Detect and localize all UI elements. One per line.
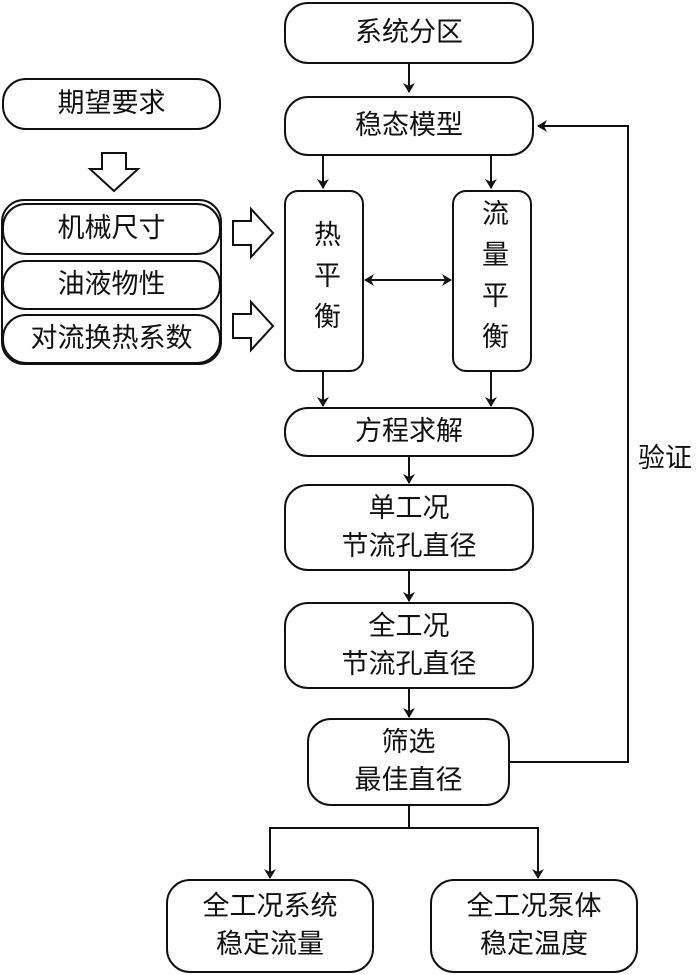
- node-select-best-diameter: 筛选 最佳直径: [307, 718, 510, 806]
- node-system-partition: 系统分区: [284, 2, 534, 64]
- node-mechanical-size: 机械尺寸: [2, 203, 221, 255]
- hollow-arrow-right-icon: [232, 206, 275, 260]
- node-label: 系统分区: [355, 17, 463, 48]
- node-label: 机械尺寸: [57, 213, 166, 244]
- node-label: 单工况 节流孔直径: [341, 492, 477, 562]
- node-label: 期望要求: [57, 88, 166, 119]
- node-label: 对流换热系数: [30, 323, 193, 354]
- hollow-arrow-right-icon: [232, 299, 275, 353]
- node-steady-model: 稳态模型: [284, 96, 534, 156]
- node-convective-coefficient: 对流换热系数: [2, 314, 221, 364]
- node-flow-balance: 流量平衡: [452, 190, 532, 372]
- node-label: 流量平衡: [477, 199, 508, 363]
- node-single-condition-orifice: 单工况 节流孔直径: [284, 484, 534, 571]
- node-label: 热平衡: [309, 219, 340, 343]
- arrow-feedback-verify: [508, 120, 629, 763]
- node-label: 油液物性: [57, 269, 166, 300]
- node-label: 稳态模型: [355, 110, 463, 141]
- node-label: 全工况泵体 稳定温度: [466, 891, 602, 960]
- node-heat-balance: 热平衡: [284, 190, 364, 372]
- node-label: 全工况 节流孔直径: [341, 610, 477, 680]
- node-oil-properties: 油液物性: [2, 260, 221, 310]
- node-pump-stable-temperature: 全工况泵体 稳定温度: [430, 879, 638, 973]
- node-equation-solve: 方程求解: [284, 407, 534, 457]
- node-all-condition-orifice: 全工况 节流孔直径: [284, 602, 534, 689]
- node-label: 筛选 最佳直径: [354, 727, 463, 796]
- hollow-arrow-down-icon: [87, 152, 141, 193]
- node-label: 全工况系统 稳定流量: [202, 891, 338, 960]
- node-system-stable-flow: 全工况系统 稳定流量: [166, 879, 374, 973]
- arrow-select-to-pump-temp: [409, 827, 544, 879]
- feedback-label-verify: 验证: [638, 443, 692, 474]
- node-expectation: 期望要求: [2, 78, 221, 130]
- arrow-select-to-system-flow: [264, 806, 410, 879]
- node-label: 方程求解: [355, 416, 463, 447]
